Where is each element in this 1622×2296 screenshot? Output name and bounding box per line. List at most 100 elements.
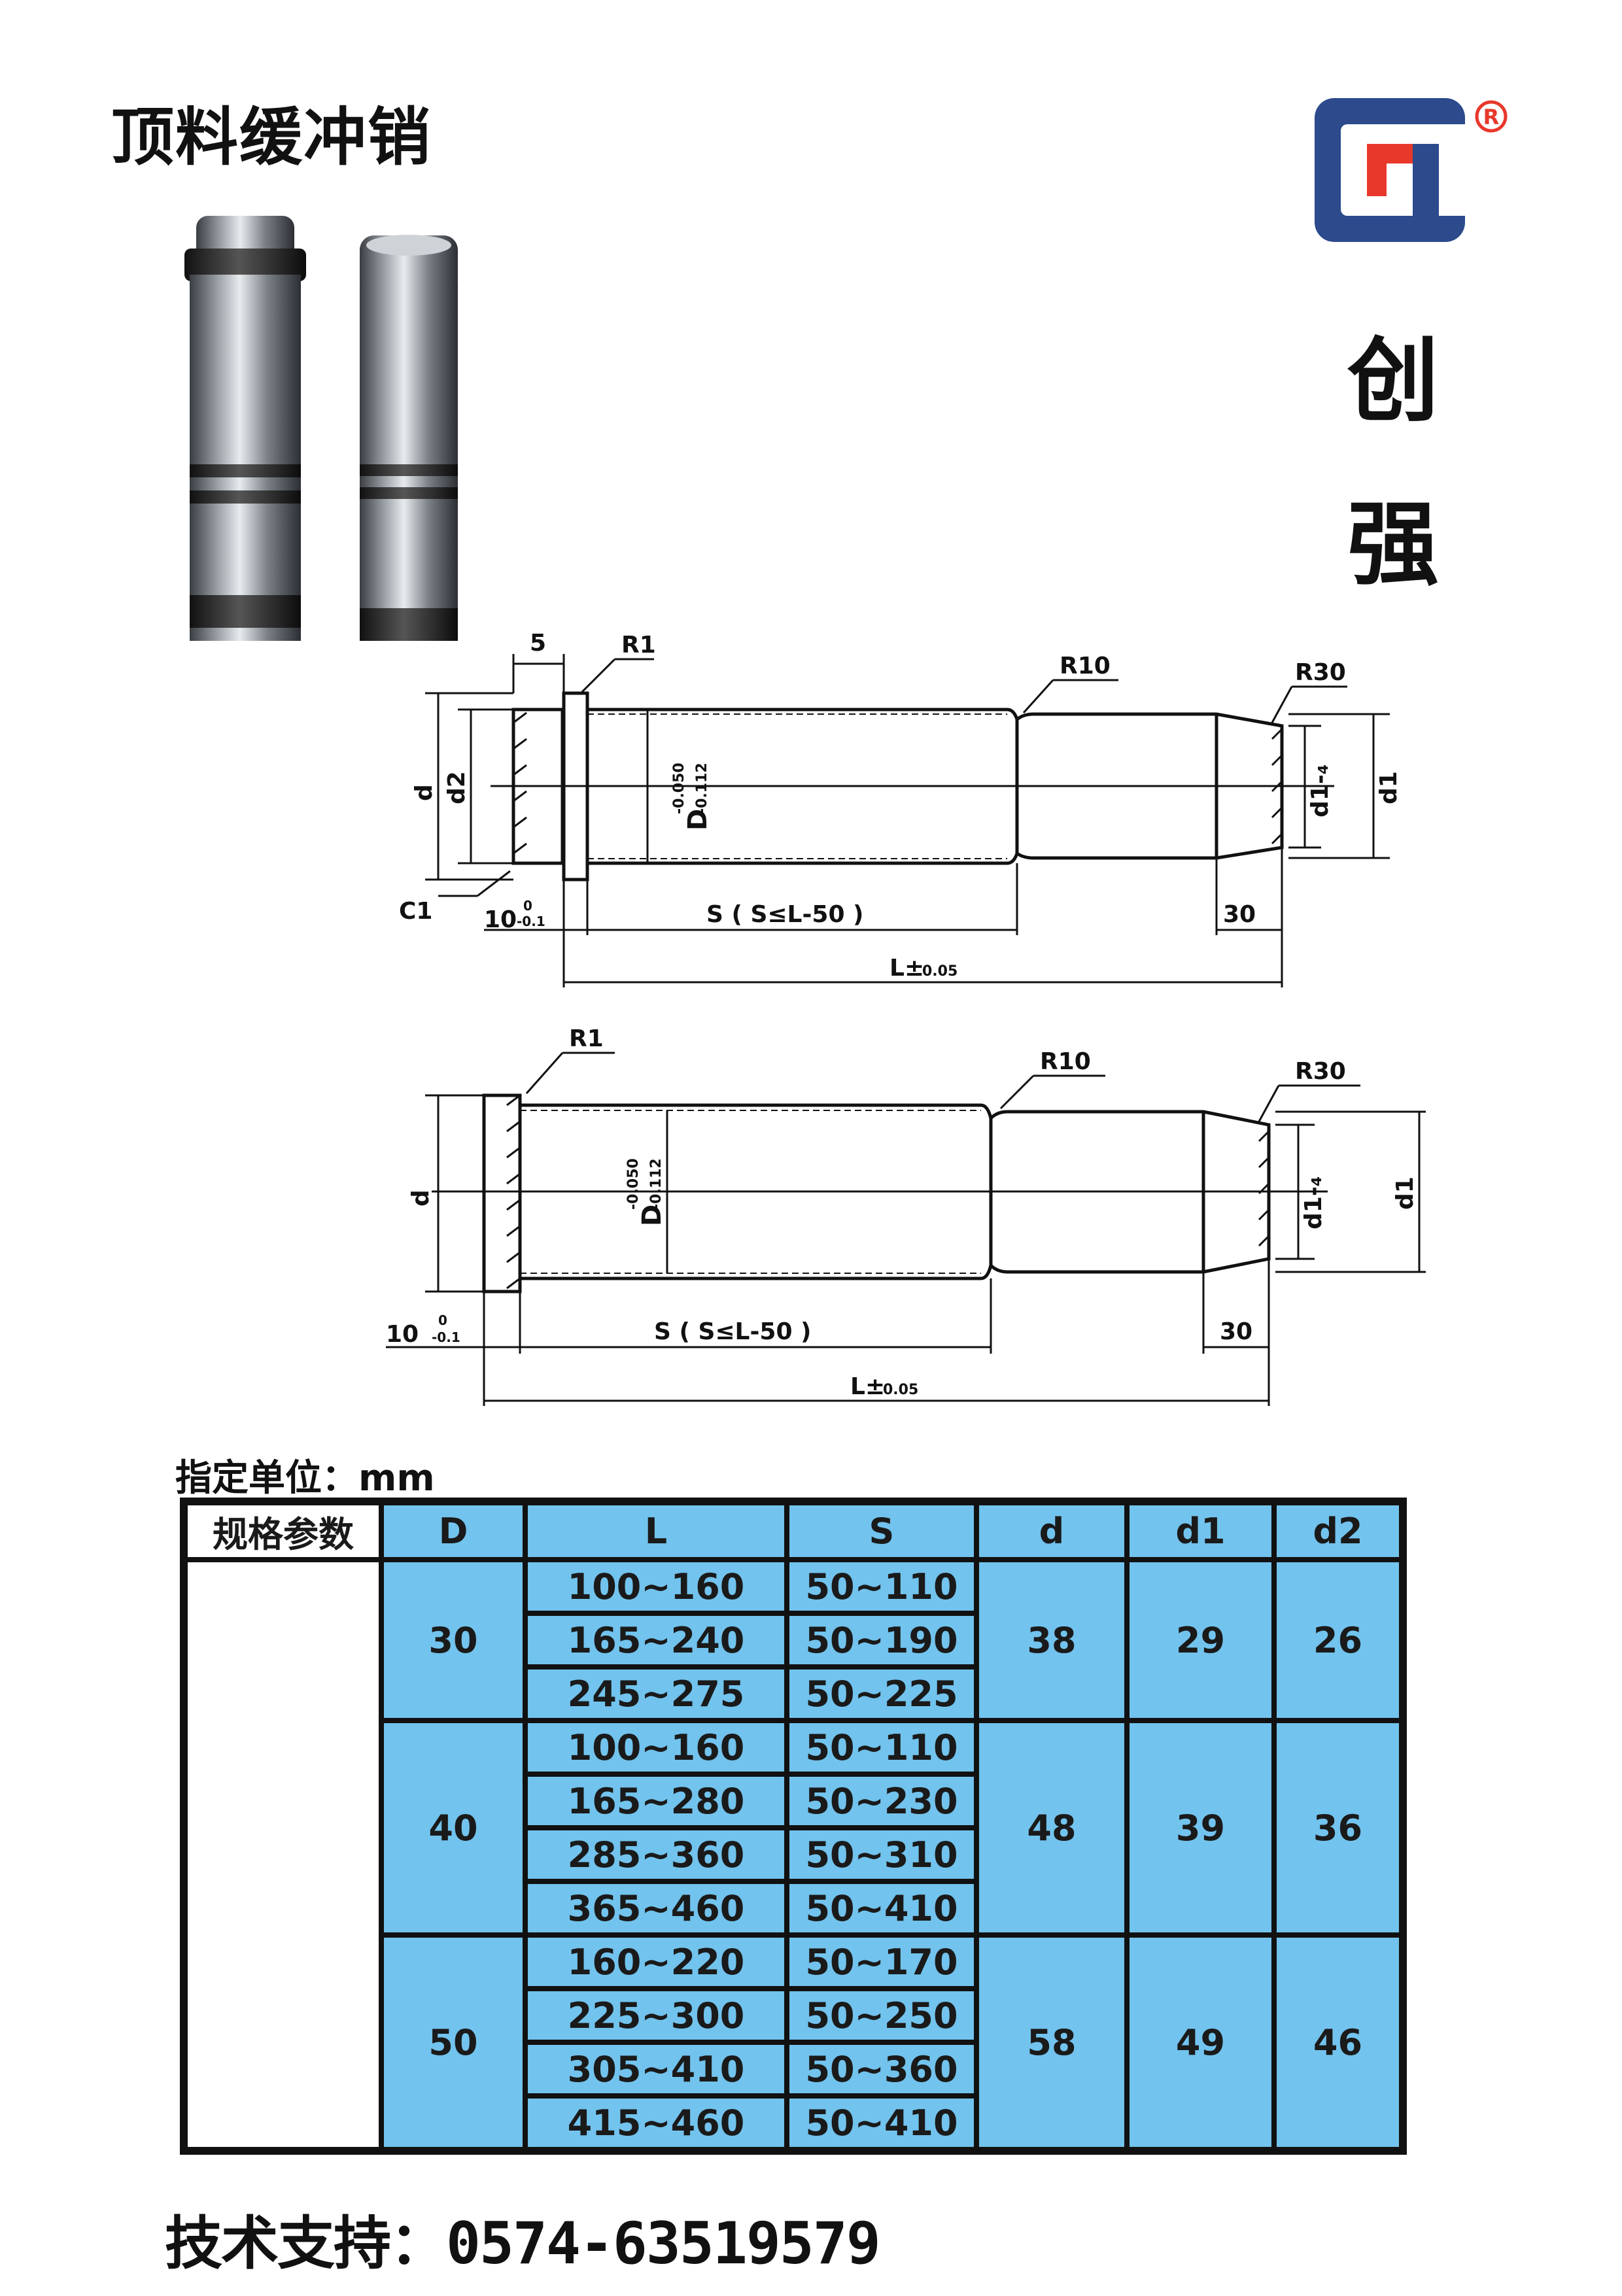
dim-d1: d1 [1375,771,1402,804]
cell-d2: 36 [1274,1721,1402,1935]
header-d2: d2 [1274,1503,1402,1560]
hatch-head [506,1094,521,1290]
header-S: S [787,1503,976,1560]
cell-L: 245~275 [525,1667,787,1721]
dimension-lines [425,654,1390,987]
dim-30: 30 [1223,901,1256,928]
reduced-body [1016,712,1284,860]
cell-S: 50~230 [787,1774,976,1828]
hatch-right [1271,728,1283,845]
table-row: 225~300 50~250 [185,1989,1402,2042]
cell-d: 48 [976,1721,1127,1935]
support-phone: 技术支持：0574-63519579 [165,2210,881,2277]
header-d: d [976,1503,1127,1560]
dim-D-2: D [637,1205,667,1226]
drawing-bottom: R1 R10 R30 10 0 -0.1 S ( S≤L-50 ) 30 L± … [386,1025,1426,1406]
dim-10-upper: 0 [523,898,532,914]
main-body [587,708,1019,865]
table-row: 285~360 50~310 [185,1828,1402,1881]
cell-d1: 49 [1127,1935,1274,2150]
unit-label: 指定单位：mm [175,1457,435,1499]
cell-L: 285~360 [525,1828,787,1881]
brand-logo: R [1315,98,1508,242]
body-2 [520,1103,993,1280]
table-row: 50 160~220 50~170 58 49 46 [185,1935,1402,2150]
table-header-row: 规格参数 D L S d d1 d2 [185,1503,1402,1560]
cell-d2: 26 [1274,1560,1402,1721]
cell-D: 50 [381,1935,525,2150]
dim-d1-tol: d1-₄ [1307,764,1334,817]
cell-L: 100~160 [525,1721,787,1774]
reduced-body-2 [990,1110,1271,1274]
dim-d-2: d [407,1190,434,1207]
dim-c1: C1 [399,898,432,925]
spec-table: 规格参数 D L S d d1 d2 30 100~160 50~110 38 … [180,1498,1407,2155]
cell-L: 165~240 [525,1613,787,1667]
page-title: 顶料缓冲销 [111,101,432,174]
table-row: 365~460 50~410 [185,1881,1402,1935]
cell-S: 50~250 [787,1989,976,2042]
header-D: D [381,1503,525,1560]
cell-L: 305~410 [525,2042,787,2096]
dim-10-lower-2: -0.1 [432,1329,460,1345]
dim-10-2: 10 [386,1321,419,1348]
dim-5: 5 [530,630,546,657]
dim-l: L± [889,955,924,982]
dim-r1-2: R1 [569,1025,604,1052]
cell-L: 100~160 [525,1560,787,1613]
dim-s: S ( S≤L-50 ) [706,901,864,928]
brand-char-2: 强 [1347,492,1440,598]
cell-L: 165~280 [525,1774,787,1828]
dim-r30-2: R30 [1295,1058,1346,1085]
dim-r1: R1 [621,632,656,659]
cell-S: 50~410 [787,1881,976,1935]
dim-r30: R30 [1295,659,1346,686]
brand-char-1: 创 [1347,328,1440,435]
dim-d1-tol-2: d1-₄ [1300,1176,1327,1229]
header-spec: 规格参数 [185,1503,381,1560]
header-d1: d1 [1127,1503,1274,1560]
header-L: L [525,1503,787,1560]
dim-d: d [411,784,438,801]
cell-S: 50~110 [787,1560,976,1613]
table-row: 415~460 50~410 [185,2096,1402,2150]
drawing-top: 5 R1 R10 R30 C1 10 0 -0.1 S ( S≤L-50 ) 3… [399,630,1402,987]
dim-10-lower: -0.1 [517,914,545,929]
flange [562,691,589,882]
table-row: 245~275 50~225 [185,1667,1402,1721]
logo-stem [1413,144,1439,242]
cell-d: 58 [976,1935,1127,2150]
dim-10: 10 [484,906,517,933]
dim-r10-2: R10 [1040,1048,1091,1075]
dim-l-2: L± [850,1373,885,1400]
dim-30-2: 30 [1220,1318,1252,1345]
cell-D: 40 [381,1721,525,1935]
registered-mark [1475,100,1508,133]
spec-blank-cell [185,1560,381,2150]
cell-d1: 29 [1127,1560,1274,1721]
cell-S: 50~410 [787,2096,976,2150]
hatch-left [513,711,527,855]
table-row: 165~240 50~190 [185,1613,1402,1667]
head [482,1093,522,1294]
logo-inner [1341,124,1472,216]
dim-D-lower: -0.112 [694,762,710,814]
dim-d2: d2 [443,771,470,804]
dim-10-upper-2: 0 [438,1312,447,1328]
cell-S: 50~310 [787,1828,976,1881]
dim-D: D [683,809,713,831]
table-row: 165~280 50~230 [185,1774,1402,1828]
table-row: 305~410 50~360 [185,2042,1402,2096]
cell-L: 415~460 [525,2096,787,2150]
cell-S: 50~225 [787,1667,976,1721]
cell-L: 160~220 [525,1935,787,1989]
hatch-tail [1258,1130,1270,1247]
dim-d1-2: d1 [1392,1176,1419,1210]
cell-d: 38 [976,1560,1127,1721]
dimension-lines-2 [386,1052,1426,1406]
dim-D-upper: -0.050 [671,762,687,814]
dim-s-2: S ( S≤L-50 ) [654,1318,812,1345]
table-row: 40 100~160 50~110 48 39 36 [185,1721,1402,1935]
cell-S: 50~110 [787,1721,976,1774]
pin-photo-1 [184,216,306,641]
